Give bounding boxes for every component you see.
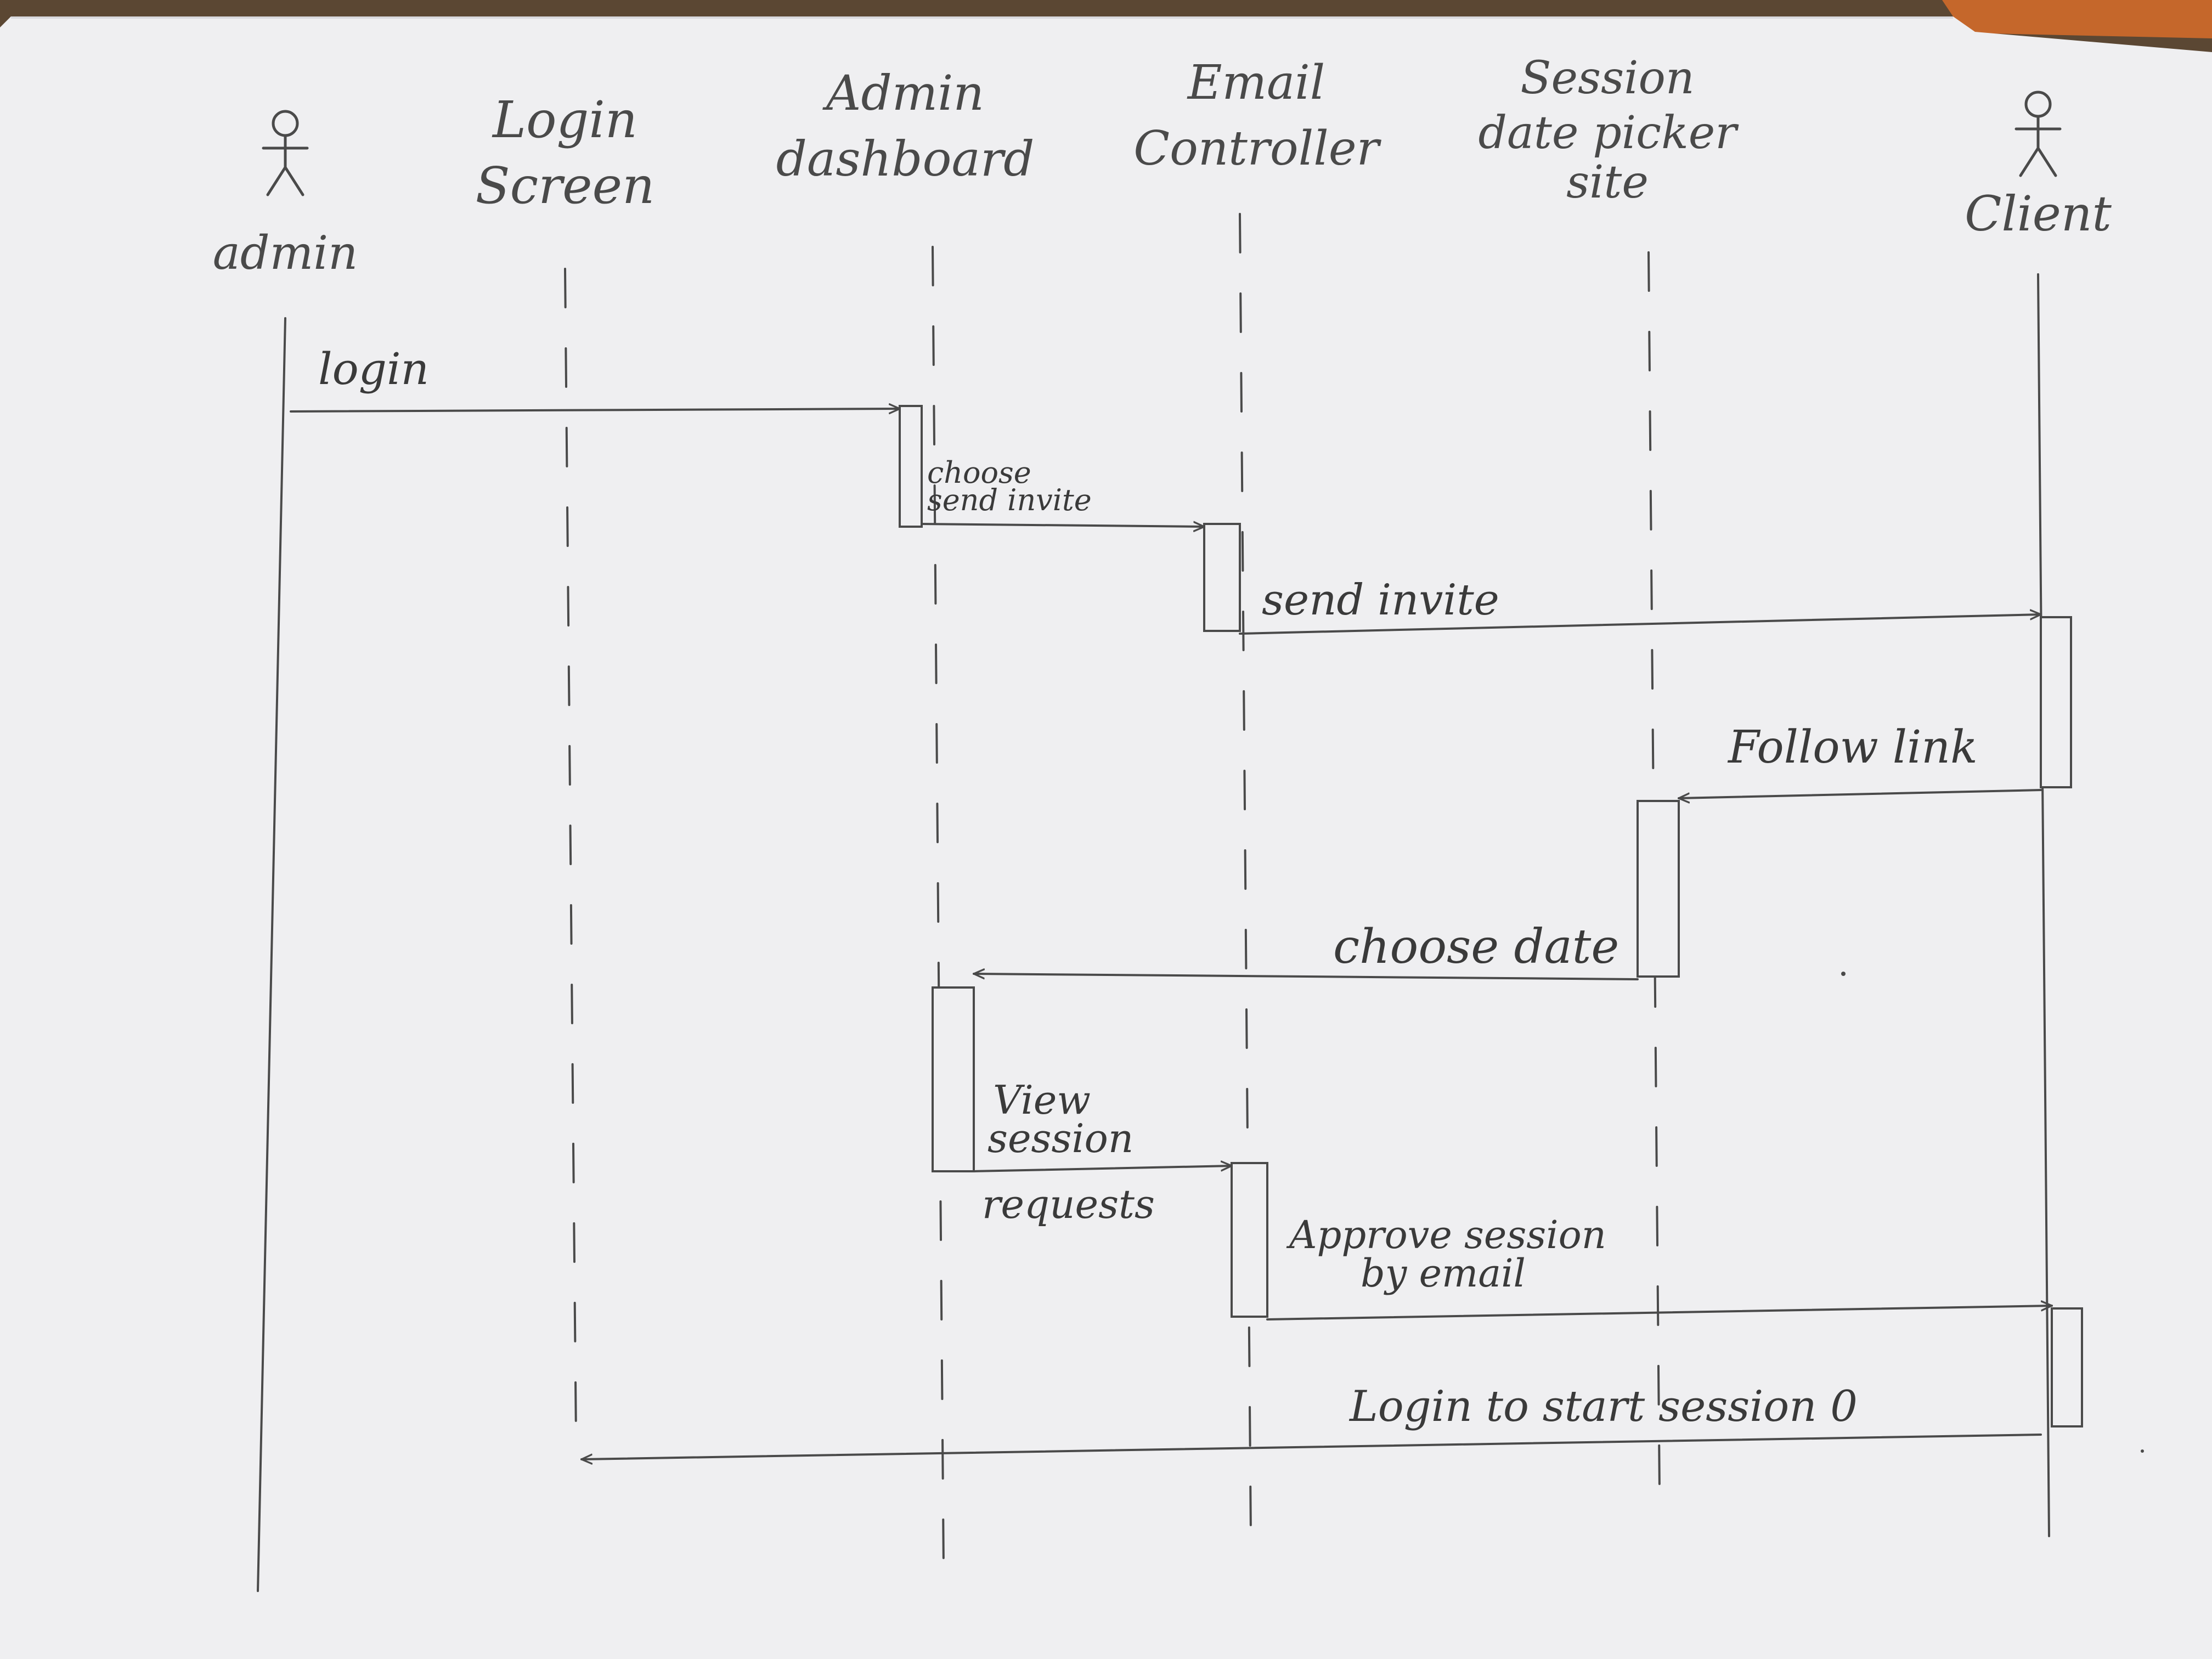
message-arrow-client-to-session-date-picker-site (1679, 789, 2042, 798)
activation-box-client (2051, 1307, 2083, 1427)
pencil-dot (1841, 972, 1846, 976)
admin-actor-body-icon (262, 134, 309, 196)
lifeline-email-controller (1239, 213, 1252, 1537)
message-label-4: Follow link (1727, 721, 1978, 774)
message-arrow-email-controller-to-client (1266, 1306, 2052, 1321)
participant-label-session-date-picker-site: date picker (1479, 107, 1740, 159)
message-arrow-admin-dashboard-to-email-controller (921, 524, 1204, 527)
activation-box-email-controller (1231, 1162, 1268, 1318)
message-label-5: choose date (1333, 919, 1619, 974)
participant-label-email-controller: Controller (1133, 121, 1381, 176)
message-label-7: by email (1361, 1251, 1526, 1296)
desk-corner (1942, 0, 2212, 38)
participant-label-login-screen: Login (492, 91, 637, 149)
participant-label-session-date-picker-site: site (1566, 156, 1649, 208)
participant-label-session-date-picker-site: Session (1520, 52, 1694, 104)
message-label-2: send invite (927, 483, 1092, 517)
participant-label-email-controller: Email (1187, 55, 1325, 110)
message-label-8: Login to start session 0 (1348, 1382, 1858, 1431)
message-arrow-client-to-login-screen (582, 1434, 2042, 1459)
participant-label-client: Client (1965, 185, 2112, 242)
lifeline-login-screen (564, 268, 577, 1438)
participant-label-admin-dashboard: dashboard (776, 131, 1035, 187)
lifeline-session-date-picker-site (1647, 251, 1661, 1493)
message-label-1: login (318, 343, 429, 394)
activation-box-email-controller (1203, 523, 1241, 632)
activation-box-admin-dashboard (932, 986, 975, 1172)
lifeline-admin-dashboard (932, 246, 945, 1570)
message-label-6: session (988, 1115, 1133, 1161)
message-arrow-session-date-picker-site-to-admin-dashboard (974, 974, 1639, 980)
participant-label-admin: admin (213, 226, 358, 280)
message-label-2: choose (927, 455, 1031, 490)
activation-box-client (2040, 616, 2072, 788)
participant-label-admin-dashboard: Admin (822, 65, 984, 121)
message-label-6: View (993, 1077, 1091, 1123)
lifeline-admin (257, 317, 286, 1592)
paper-sheet (0, 16, 2212, 1659)
message-arrow-admin-to-admin-dashboard (290, 409, 900, 411)
activation-box-admin-dashboard (899, 405, 923, 528)
lifeline-client (2037, 273, 2050, 1537)
pencil-dot (2141, 1449, 2144, 1453)
participant-label-login-screen: Screen (476, 156, 655, 215)
message-arrow-email-controller-to-client (1239, 614, 2041, 635)
message-label-7: Approve session (1286, 1212, 1606, 1257)
message-label-3: send invite (1262, 575, 1499, 625)
message-arrow-admin-dashboard-to-email-controller (973, 1166, 1232, 1172)
message-label-6: requests (982, 1181, 1155, 1227)
client-actor-body-icon (2015, 115, 2062, 177)
activation-box-session-date-picker-site (1637, 800, 1680, 978)
